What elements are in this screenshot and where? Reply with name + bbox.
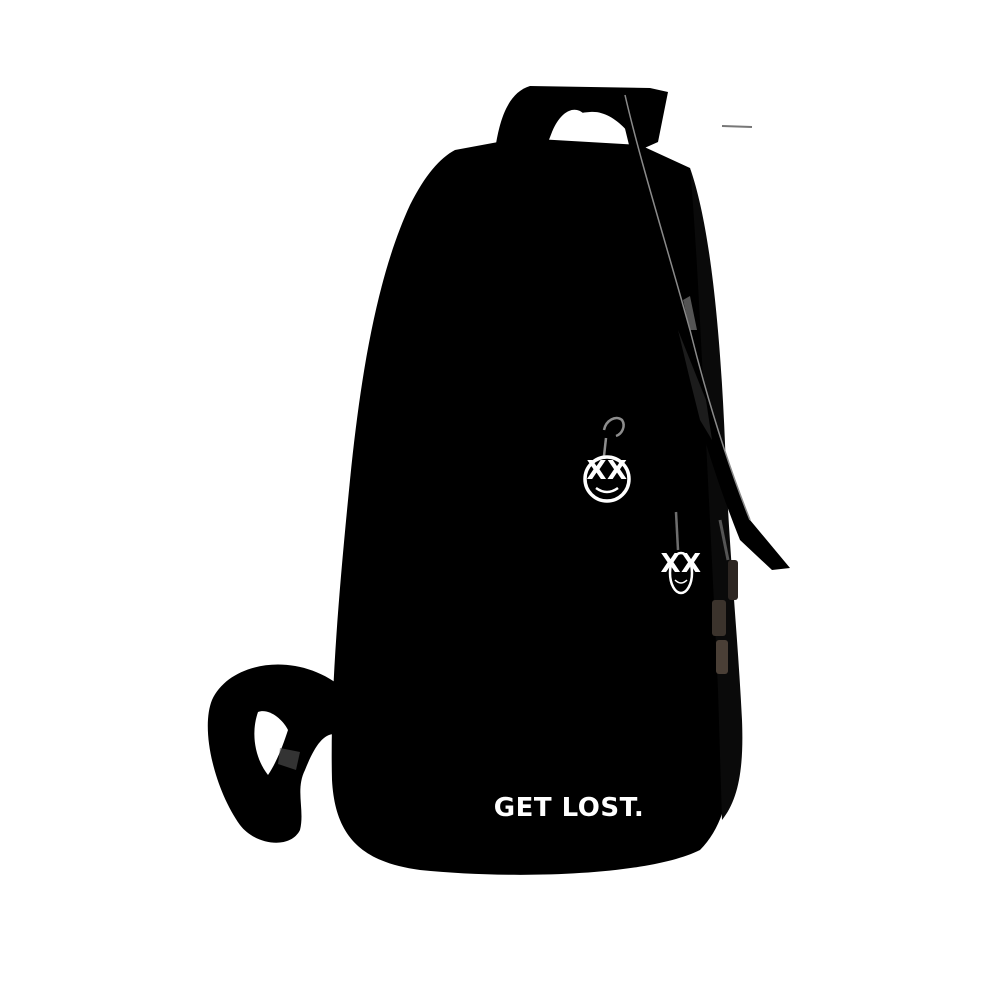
- shoulder-strap-loop: [207, 664, 345, 843]
- svg-text:XX: XX: [660, 549, 701, 579]
- brand-logo-text: GET LOST.: [494, 793, 645, 823]
- svg-text:XX: XX: [586, 456, 627, 486]
- thread-mark: [721, 125, 753, 128]
- zipper-pull-front: [602, 416, 625, 457]
- xx-face-icon: XX: [583, 455, 631, 503]
- side-hardware: [712, 519, 738, 674]
- hanging-strap: [618, 94, 790, 570]
- zipper-pull-side: [674, 511, 680, 551]
- brand-logo: GET LOST.: [494, 793, 645, 823]
- side-panel: [690, 168, 743, 820]
- backpack-body: [331, 138, 732, 875]
- xx-face-icon: XX: [660, 549, 701, 595]
